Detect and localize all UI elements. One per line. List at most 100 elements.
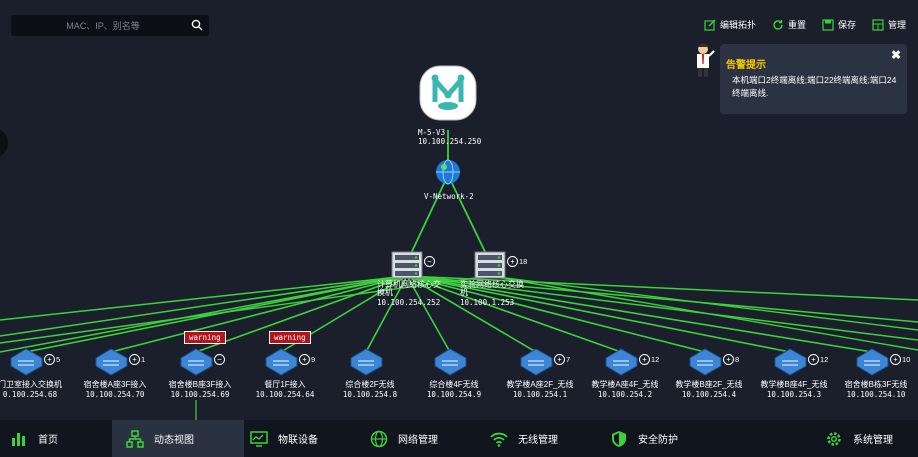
search-icon[interactable] <box>191 19 203 31</box>
refresh-icon <box>773 19 783 30</box>
edit-topology-label: 编辑拓扑 <box>719 20 756 30</box>
close-icon[interactable]: ✖ <box>890 48 901 62</box>
gear-icon <box>827 431 841 446</box>
access-switch-icon[interactable] <box>434 348 467 376</box>
save-icon <box>822 18 834 31</box>
access-switch-icon[interactable] <box>10 348 43 376</box>
link-line <box>0 275 408 337</box>
access-switch-ip: 10.100.254.9 <box>426 390 482 399</box>
nav-item-label: 动态视图 <box>154 435 194 446</box>
gateway-node[interactable] <box>419 65 477 121</box>
access-switch-icon[interactable] <box>689 348 722 376</box>
child-count: 12 <box>820 355 829 364</box>
link-line <box>406 275 451 353</box>
expand-toggle-icon[interactable]: + <box>554 354 565 365</box>
expand-toggle-icon[interactable]: + <box>507 256 518 267</box>
core-expand-toggle[interactable]: +18 <box>507 256 527 267</box>
link-line <box>0 275 408 353</box>
expand-toggle-icon[interactable]: + <box>44 354 55 365</box>
shield-icon <box>612 430 626 447</box>
access-expand-toggle[interactable]: +12 <box>639 354 659 365</box>
topology-icon <box>126 429 144 448</box>
child-count: 12 <box>651 355 660 364</box>
reset-button[interactable]: 重置 <box>772 18 806 31</box>
access-expand-toggle[interactable]: +9 <box>299 354 315 365</box>
expand-toggle-icon[interactable]: + <box>129 354 140 365</box>
access-switch-icon[interactable] <box>774 348 807 376</box>
warning-badge[interactable]: warning <box>184 331 226 344</box>
link-line <box>0 275 491 344</box>
access-expand-toggle[interactable]: +7 <box>554 354 570 365</box>
manage-button[interactable]: 管理 <box>872 18 906 31</box>
link-line <box>406 275 537 353</box>
edit-icon <box>704 19 716 31</box>
access-expand-toggle[interactable]: +10 <box>890 354 910 365</box>
core-switch-name: 实验网络核心交换机 <box>460 280 524 297</box>
link-line <box>195 275 408 353</box>
expand-toggle-icon[interactable]: − <box>214 354 225 365</box>
access-expand-toggle[interactable]: +12 <box>808 354 828 365</box>
search-box[interactable] <box>11 15 209 36</box>
link-line <box>110 275 408 353</box>
nav-item-bar-chart[interactable]: 首页 <box>10 420 72 457</box>
child-count: 5 <box>56 355 61 364</box>
access-switch-name: 教学楼A座2F_无线 <box>506 380 574 389</box>
access-switch-name: 门卫室接入交换机 <box>0 380 62 389</box>
nav-item-shield[interactable]: 安全防护 <box>610 420 692 457</box>
save-button[interactable]: 保存 <box>822 18 856 31</box>
search-input[interactable] <box>21 19 185 32</box>
core-expand-toggle[interactable]: − <box>424 256 435 267</box>
nav-item-globe[interactable]: 网络管理 <box>370 420 452 457</box>
gateway-name: M-5-V3 <box>418 128 446 137</box>
expand-toggle-icon[interactable]: + <box>723 354 734 365</box>
child-count: 1 <box>141 355 146 364</box>
access-switch-ip: 10.100.254.2 <box>597 390 653 399</box>
link-line <box>406 275 918 323</box>
toolbar: 编辑拓扑 重置 保存 管理 <box>704 18 906 31</box>
topology-canvas <box>0 65 918 420</box>
alert-message: 本机端口2终端离线;端口22终端离线;端口24终端离线. <box>732 75 897 98</box>
access-expand-toggle[interactable]: +8 <box>723 354 739 365</box>
access-expand-toggle[interactable]: +5 <box>44 354 60 365</box>
nav-item-monitor[interactable]: 物联设备 <box>250 420 332 457</box>
access-switch-icon[interactable] <box>95 348 128 376</box>
expand-toggle-icon[interactable]: + <box>808 354 819 365</box>
link-line <box>406 275 622 353</box>
access-switch-ip: 10.100.254.4 <box>681 390 737 399</box>
nav-item-gear[interactable]: 系统管理 <box>825 420 907 457</box>
network-globe-icon[interactable] <box>436 159 460 185</box>
manage-label: 管理 <box>887 20 906 30</box>
nav-item-wifi[interactable]: 无线管理 <box>490 420 572 457</box>
core-switch-ip: 10.100.1.253 <box>460 298 515 307</box>
access-switch-icon[interactable] <box>520 348 553 376</box>
child-count: 8 <box>735 355 740 364</box>
access-switch-ip: 10.100.254.70 <box>85 390 145 399</box>
nav-item-label: 系统管理 <box>853 435 893 446</box>
link-line <box>489 275 918 331</box>
core-switch-icon[interactable] <box>391 251 423 279</box>
child-count: 9 <box>311 355 316 364</box>
access-switch-ip: 10.100.254.69 <box>170 390 230 399</box>
access-switch-icon[interactable] <box>856 348 889 376</box>
expand-toggle-icon[interactable]: + <box>639 354 650 365</box>
expand-toggle-icon[interactable]: − <box>424 256 435 267</box>
alert-title: 告警提示 <box>726 60 766 71</box>
expand-toggle-icon[interactable]: + <box>890 354 901 365</box>
access-switch-icon[interactable] <box>350 348 383 376</box>
globe-icon <box>370 430 388 447</box>
reset-label: 重置 <box>787 20 806 30</box>
nav-item-topology[interactable]: 动态视图 <box>112 420 244 457</box>
access-switch-icon[interactable] <box>605 348 638 376</box>
access-expand-toggle[interactable]: − <box>214 354 225 365</box>
expand-toggle-icon[interactable]: + <box>299 354 310 365</box>
access-switch-icon[interactable] <box>265 348 298 376</box>
access-expand-toggle[interactable]: +1 <box>129 354 145 365</box>
side-panel-toggle[interactable] <box>0 128 8 158</box>
link-line <box>406 275 918 341</box>
warning-badge[interactable]: warning <box>269 331 311 344</box>
access-switch-ip: 10.100.254.8 <box>342 390 398 399</box>
core-switch-icon[interactable] <box>474 251 506 279</box>
edit-topology-button[interactable]: 编辑拓扑 <box>704 18 756 31</box>
access-switch-icon[interactable] <box>180 348 213 376</box>
link-line <box>406 174 449 263</box>
